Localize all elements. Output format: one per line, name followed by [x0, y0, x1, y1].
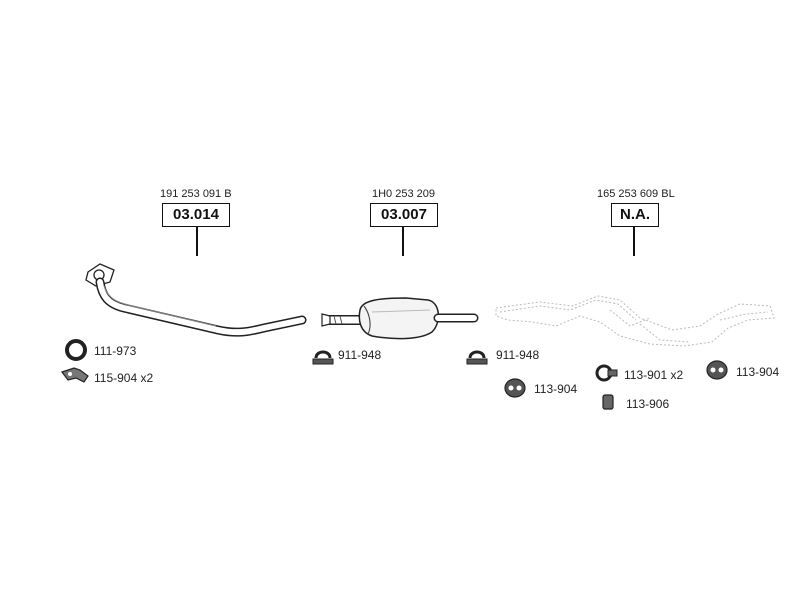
- rubber-mount-icon: [706, 360, 728, 380]
- part-label-911-948-b[interactable]: 911-948: [496, 348, 540, 362]
- leader-line-rear-silencer: [633, 226, 635, 256]
- part-label-113-901[interactable]: 113-901 x2: [624, 368, 684, 382]
- part-label-113-904-a[interactable]: 113-904: [534, 382, 578, 396]
- ring-gasket-icon: [65, 339, 87, 361]
- leader-line-middle-silencer: [402, 226, 404, 256]
- part-label-111-973[interactable]: 111-973: [94, 344, 137, 358]
- ref-box-middle-silencer[interactable]: 03.007: [370, 203, 438, 227]
- part-label-113-904-b[interactable]: 113-904: [736, 365, 780, 379]
- oem-number-front-pipe: 191 253 091 B: [160, 188, 232, 200]
- leader-line-front-pipe: [196, 226, 198, 256]
- part-label-113-906[interactable]: 113-906: [626, 397, 670, 411]
- clamp-icon: [312, 350, 334, 365]
- oem-number-rear-silencer: 165 253 609 BL: [597, 188, 675, 200]
- rubber-block-icon: [602, 394, 614, 410]
- hanger-ring-icon: [595, 364, 618, 382]
- bracket-icon: [61, 367, 89, 383]
- part-label-115-904[interactable]: 115-904 x2: [94, 371, 154, 385]
- oem-number-middle-silencer: 1H0 253 209: [372, 188, 435, 200]
- clamp-icon: [466, 350, 488, 365]
- part-label-911-948-a[interactable]: 911-948: [338, 348, 382, 362]
- rubber-mount-icon: [504, 378, 526, 398]
- ref-box-rear-silencer[interactable]: N.A.: [611, 203, 659, 227]
